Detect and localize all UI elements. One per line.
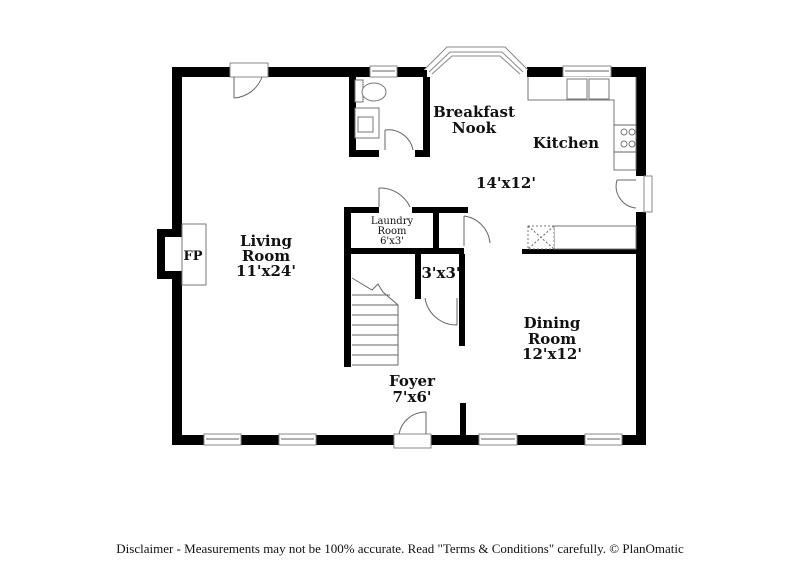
room-name-line1: Breakfast <box>433 103 515 121</box>
room-name-line1: Laundry <box>371 216 414 227</box>
kitchen-counters <box>522 77 653 254</box>
room-name-line1: Foyer <box>389 372 436 390</box>
foyer-partial-wall <box>460 403 466 435</box>
living-room-door <box>229 62 269 99</box>
room-label-breakfast-nook: Breakfast Nook <box>433 103 515 137</box>
room-label-closet: 3'x3' <box>421 264 460 282</box>
room-dims: 11'x24' <box>236 262 296 280</box>
front-door <box>393 411 432 449</box>
room-label-dining-room: Dining Room 12'x12' <box>522 314 582 363</box>
room-name-line2: Room <box>528 330 576 348</box>
room-dims: 6'x3' <box>380 236 404 247</box>
room-name-line2: Room <box>377 226 407 237</box>
powder-room <box>349 77 430 157</box>
bay-window <box>423 46 529 75</box>
room-name-line1: Dining <box>524 314 581 332</box>
room-dims: 12'x12' <box>522 345 582 363</box>
room-name-line1: Kitchen <box>533 134 599 152</box>
room-dims: 7'x6' <box>392 388 431 406</box>
stairs <box>351 277 399 366</box>
fireplace-label: FP <box>183 249 202 264</box>
room-name-line2: Nook <box>452 119 497 137</box>
disclaimer-text: Disclaimer - Measurements may not be 100… <box>116 541 684 556</box>
room-label-laundry-room: Laundry Room 6'x3' <box>371 216 414 247</box>
windows <box>203 65 623 446</box>
room-label-kitchen: Kitchen 14'x12' <box>476 134 599 192</box>
room-label-living-room: Living Room 11'x24' <box>236 232 296 280</box>
exterior-walls <box>157 67 646 445</box>
fireplace: FP <box>181 223 207 286</box>
laundry-block <box>344 187 491 367</box>
room-dims: 14'x12' <box>476 174 536 192</box>
room-label-foyer: Foyer 7'x6' <box>389 372 436 406</box>
room-dims: 3'x3' <box>421 264 460 282</box>
room-name-line2: Room <box>242 247 290 265</box>
room-name-line1: Living <box>240 232 293 250</box>
